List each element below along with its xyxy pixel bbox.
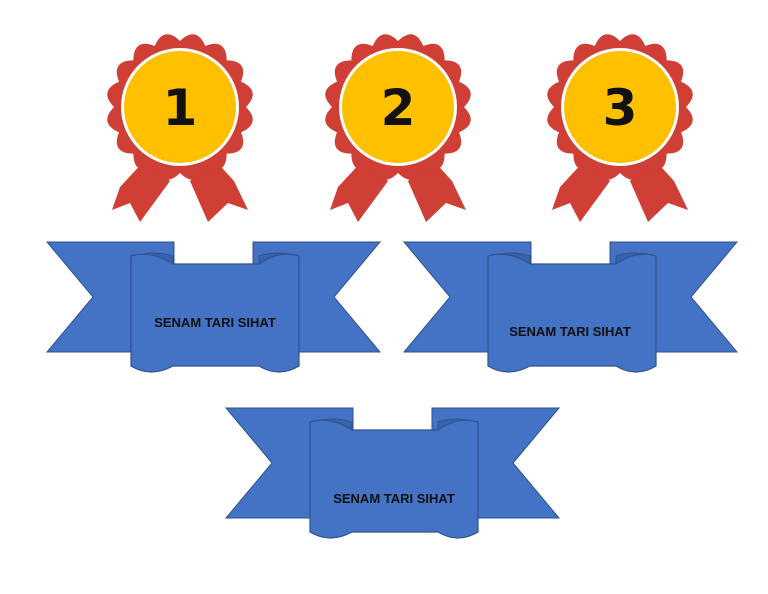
badge-tails	[112, 159, 248, 222]
badge-number: 1	[163, 79, 198, 137]
gold-medal	[124, 51, 236, 163]
badge-tail-left	[552, 159, 610, 222]
ribbon-label: SENAM TARI SIHAT	[509, 324, 631, 339]
badge-tail-right	[630, 159, 688, 222]
badge-tail-left	[112, 159, 170, 222]
badge-tails	[330, 159, 466, 222]
badge-number: 3	[603, 79, 638, 137]
badge-tail-right	[408, 159, 466, 222]
rank-badge-3: 3	[547, 34, 693, 222]
ribbon-label: SENAM TARI SIHAT	[154, 315, 276, 330]
ribbon-center-panel	[309, 419, 479, 539]
rank-badge-2: 2	[325, 34, 471, 222]
ribbon-banner-2: SENAM TARI SIHAT	[402, 241, 739, 373]
badge-tail-right	[190, 159, 248, 222]
rank-badge-1: 1	[107, 34, 253, 222]
badge-number: 2	[381, 79, 416, 137]
ribbon-banner-1: SENAM TARI SIHAT	[45, 241, 382, 373]
ribbon-label: SENAM TARI SIHAT	[333, 491, 455, 506]
gold-medal	[342, 51, 454, 163]
gold-medal	[564, 51, 676, 163]
badge-tails	[552, 159, 688, 222]
ribbon-center-panel	[130, 253, 300, 373]
ribbon-banner-3: SENAM TARI SIHAT	[224, 407, 561, 539]
badge-tail-left	[330, 159, 388, 222]
ribbon-center-panel	[487, 253, 657, 373]
